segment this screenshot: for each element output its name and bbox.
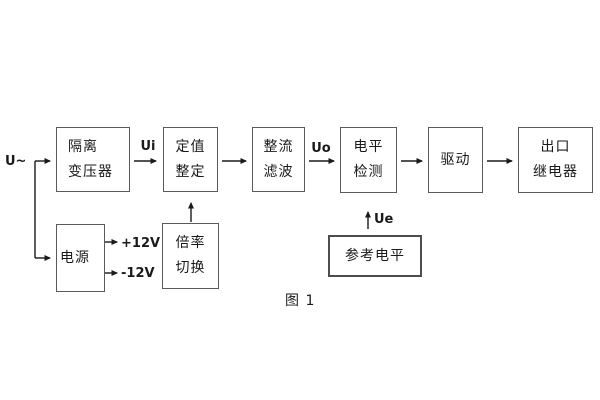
block-rectifier-filter: 整流 滤波 — [252, 127, 305, 192]
block-label-line: 隔离 — [68, 138, 98, 155]
block-label-line: 参考电平 — [345, 247, 405, 264]
block-multiplier-switch: 倍率 切换 — [162, 223, 219, 289]
block-drive: 驱动 — [428, 127, 483, 193]
block-label-line: 整流 — [263, 138, 294, 155]
block-label-line: 电源 — [60, 249, 90, 266]
block-output-relay: 出口 继电器 — [518, 127, 593, 193]
block-label-line: 切换 — [175, 260, 206, 276]
block-label-line: 定值 — [175, 138, 206, 155]
signal-label-uo: Uo — [311, 141, 331, 156]
signal-label-minus12v: -12V — [121, 266, 155, 281]
signal-label-ui: Ui — [140, 139, 156, 154]
block-label-line: 继电器 — [533, 164, 578, 180]
block-label-line: 整定 — [175, 163, 206, 180]
block-label-line: 出口 — [540, 139, 571, 155]
block-setting: 定值 整定 — [163, 127, 218, 192]
block-label-line: 电平 — [353, 139, 384, 155]
signal-label-ue: Ue — [374, 212, 394, 227]
block-reference-level: 参考电平 — [328, 235, 422, 277]
block-label-line: 倍率 — [175, 235, 206, 251]
block-label-line: 变压器 — [68, 163, 113, 180]
block-level-detection: 电平 检测 — [340, 127, 397, 193]
block-label-line: 检测 — [353, 164, 384, 180]
block-label-line: 滤波 — [263, 163, 294, 180]
block-power-supply: 电源 — [56, 224, 105, 292]
signal-label-plus12v: +12V — [121, 236, 161, 251]
figure-caption: 图 1 — [285, 293, 316, 309]
signal-label-input: U~ — [5, 154, 27, 169]
block-isolation-transformer: 隔离 变压器 — [56, 127, 130, 192]
block-label-line: 驱动 — [440, 151, 471, 168]
